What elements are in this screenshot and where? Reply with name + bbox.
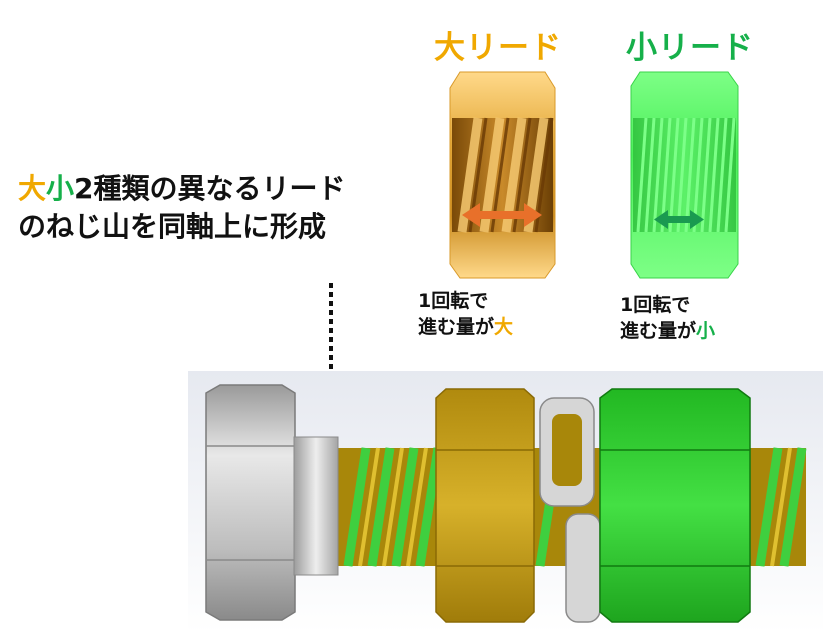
fine-thread-icon (636, 117, 736, 233)
large-note-line2: 進む量が大 (418, 314, 513, 340)
caption-small-char: 小 (46, 172, 75, 205)
caption-large-char: 大 (18, 172, 47, 205)
large-lead-nut-section (449, 71, 556, 279)
small-note-line2: 進む量が小 (620, 318, 715, 344)
bolt-shank (293, 436, 339, 576)
main-caption-line1: 大小2種類の異なるリード (18, 170, 346, 208)
large-note-prefix: 進む量が (418, 316, 495, 338)
small-note-prefix: 進む量が (620, 320, 697, 342)
bolt-assembly (188, 371, 823, 633)
main-caption-line2: のねじ山を同軸上に形成 (18, 210, 327, 243)
large-note-highlight: 大 (494, 316, 514, 338)
small-note-highlight: 小 (696, 320, 716, 342)
spring-washer (539, 397, 601, 623)
bolt-head (205, 384, 296, 621)
small-lead-arrow-icon (654, 210, 704, 229)
large-lead-arrow-icon (462, 203, 542, 227)
small-lead-title: 小リード (626, 30, 754, 66)
small-note-line1: 1回転で (620, 294, 691, 316)
small-lead-note: 1回転で 進む量が小 (620, 292, 715, 344)
small-lead-nut (599, 388, 751, 623)
caption-line1-rest: 2種類の異なるリード (74, 172, 346, 205)
large-note-line1: 1回転で (418, 290, 489, 312)
large-lead-nut (435, 388, 535, 623)
large-lead-note: 1回転で 進む量が大 (418, 288, 513, 340)
main-caption: 大小2種類の異なるリード のねじ山を同軸上に形成 (18, 170, 346, 246)
large-lead-title: 大リード (434, 30, 562, 66)
small-lead-nut-section (630, 71, 739, 279)
